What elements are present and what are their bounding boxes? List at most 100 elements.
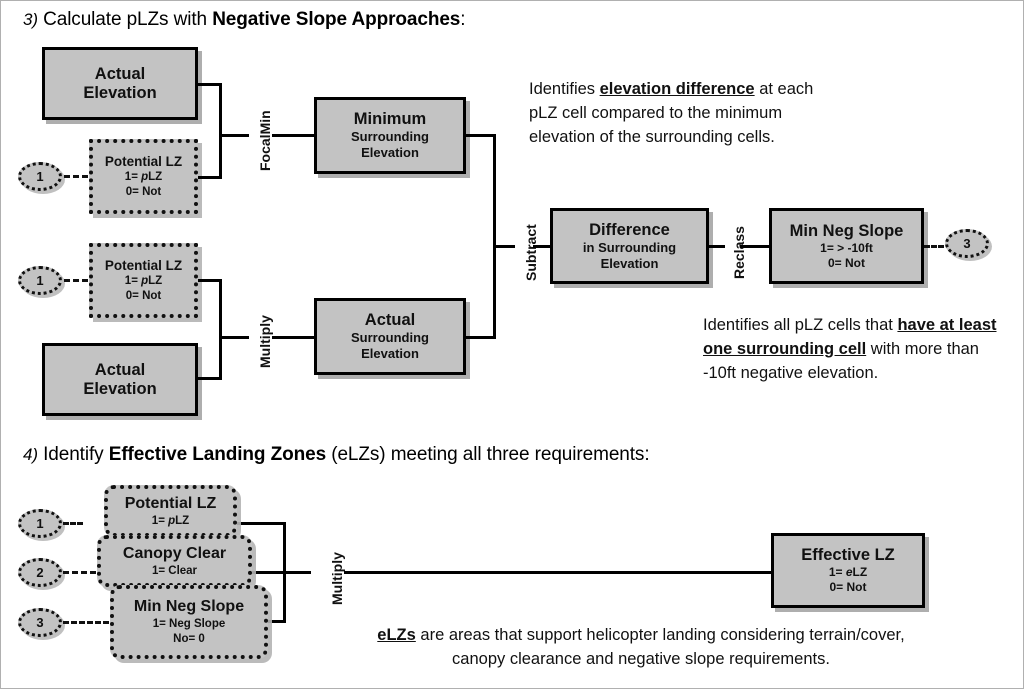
box-difference-in-surrounding-elevation[interactable]: Difference in Surrounding Elevation (550, 208, 709, 284)
note-part-1: Identifies (529, 80, 600, 98)
step3-text-after: : (460, 9, 466, 30)
note-line-1-rest: are areas that support helicopter landin… (415, 626, 905, 644)
box-value-1: 1= pLZ (151, 514, 190, 527)
note-part-2: with more than -10ft negative elevation. (703, 340, 979, 382)
marker-label: 3 (963, 236, 971, 251)
connector-subtract-to-difference (533, 245, 551, 248)
box-line-3: Elevation (361, 346, 419, 361)
marker-input-1-top[interactable]: 1 (18, 162, 62, 191)
box-value-2: 0= Not (829, 580, 867, 594)
box-line-1: Actual (94, 360, 146, 379)
marker-label: 2 (36, 565, 44, 580)
box-actual-surrounding-elevation[interactable]: Actual Surrounding Elevation (314, 298, 466, 375)
box-value-1: 1= Neg Slope (152, 618, 226, 630)
box-line-2: Elevation (83, 379, 157, 398)
box-line-2: Surrounding (351, 129, 429, 144)
box-min-neg-slope-step4[interactable]: Min Neg Slope 1= Neg Slope No= 0 (110, 585, 268, 659)
step4-number: 4) (23, 445, 38, 464)
dashed-link-1-step4 (63, 522, 83, 525)
note-part-1: Identifies all pLZ cells that (703, 316, 898, 334)
connector-min-out (466, 134, 496, 137)
box-title: Potential LZ (104, 258, 183, 273)
operator-label-reclass: Reclass (731, 226, 747, 279)
connector-bracket-bottom-stem (219, 336, 249, 339)
operator-label-multiply-step4: Multiply (329, 552, 345, 605)
step4-text-before: Identify (37, 444, 109, 465)
box-line-2: Surrounding (351, 330, 429, 345)
box-value-2: 0= Not (125, 290, 162, 302)
box-line-1: Actual (364, 311, 416, 329)
marker-label: 1 (36, 516, 44, 531)
connector-plz-top-out (198, 176, 222, 179)
box-title: Canopy Clear (122, 544, 227, 562)
dashed-link-1-bottom (64, 279, 88, 282)
dashed-link-out-3 (924, 245, 944, 248)
box-line-2: Elevation (83, 83, 157, 102)
connector-plz-bot-out (198, 279, 222, 282)
box-line-3: Elevation (600, 255, 659, 271)
connector-actual-surr-out (466, 336, 496, 339)
operator-label-subtract: Subtract (523, 224, 539, 281)
marker-label: 1 (36, 169, 44, 184)
box-title: Potential LZ (104, 154, 183, 169)
box-line-1: Minimum (353, 110, 427, 128)
box-min-neg-slope-step3[interactable]: Min Neg Slope 1= > -10ft 0= Not (769, 208, 924, 284)
connector-reclass-to-minneg (740, 245, 770, 248)
dashed-link-3-step4 (63, 621, 109, 624)
step4-heading: 4) Identify Effective Landing Zones (eLZ… (23, 444, 650, 466)
connector-multiply-to-actual-surr (272, 336, 314, 339)
connector-bracket-top-stem (219, 134, 249, 137)
note-underlined: have at least one surrounding cell (703, 316, 997, 358)
box-value-1: 1= eLZ (828, 565, 868, 579)
box-title: Effective LZ (801, 546, 895, 564)
marker-output-3[interactable]: 3 (945, 229, 989, 258)
box-potential-lz-step4[interactable]: Potential LZ 1= pLZ (104, 485, 237, 537)
note-part-2: at each pLZ cell compared to the minimum… (529, 80, 814, 146)
marker-input-3-step4[interactable]: 3 (18, 608, 62, 637)
step3-heading: 3) Calculate pLZs with Negative Slope Ap… (23, 9, 466, 31)
marker-label: 3 (36, 615, 44, 630)
box-potential-lz-top[interactable]: Potential LZ 1= pLZ 0= Not (89, 139, 198, 214)
operator-label-multiply-step3: Multiply (257, 315, 273, 368)
box-line-2: in Surrounding (582, 239, 677, 255)
box-value-1: 1= pLZ (124, 275, 163, 287)
dashed-link-1-top (64, 175, 88, 178)
note-surrounding-cell: Identifies all pLZ cells that have at le… (703, 313, 1007, 385)
operator-label-focalmin: FocalMin (257, 110, 273, 171)
connector-canopy-out (252, 571, 285, 574)
connector-plz4-out (237, 522, 285, 525)
box-value-1: 1= > -10ft (820, 240, 873, 255)
connector-minneg4-out (268, 620, 285, 623)
box-value-2: 0= Not (827, 255, 865, 270)
box-effective-lz[interactable]: Effective LZ 1= eLZ 0= Not (771, 533, 925, 608)
connector-multiply-to-effective-lz (344, 571, 771, 574)
note-elevation-difference: Identifies elevation difference at each … (529, 77, 829, 149)
connector-ae-bot-out (198, 377, 222, 380)
box-title: Min Neg Slope (133, 598, 245, 615)
note-elzs-definition: eLZs are areas that support helicopter l… (291, 623, 991, 671)
box-actual-elevation-bottom[interactable]: Actual Elevation (42, 343, 198, 416)
box-actual-elevation-top[interactable]: Actual Elevation (42, 47, 198, 120)
box-line-1: Actual (94, 64, 146, 83)
box-minimum-surrounding-elevation[interactable]: Minimum Surrounding Elevation (314, 97, 466, 174)
box-title: Min Neg Slope (789, 221, 904, 240)
note-underlined: elevation difference (599, 80, 755, 98)
box-line-1: Difference (589, 220, 670, 239)
marker-input-1-bottom[interactable]: 1 (18, 266, 62, 295)
box-canopy-clear-step4[interactable]: Canopy Clear 1= Clear (97, 535, 252, 587)
connector-bracket-top (219, 83, 222, 179)
connector-difference-out (709, 245, 725, 248)
marker-input-2-step4[interactable]: 2 (18, 558, 62, 587)
box-title: Potential LZ (124, 494, 217, 512)
box-potential-lz-bottom[interactable]: Potential LZ 1= pLZ 0= Not (89, 243, 198, 318)
step3-bold-text: Negative Slope Approaches (212, 9, 461, 30)
connector-bracket-step4-stem (283, 571, 311, 574)
marker-input-1-step4[interactable]: 1 (18, 509, 62, 538)
note-line-2: canopy clearance and negative slope requ… (452, 650, 830, 668)
box-value-1: 1= pLZ (124, 171, 163, 183)
connector-focalmin-to-min (272, 134, 314, 137)
marker-label: 1 (36, 273, 44, 288)
connector-merge-subtract (493, 134, 496, 339)
box-value-2: No= 0 (173, 633, 205, 645)
